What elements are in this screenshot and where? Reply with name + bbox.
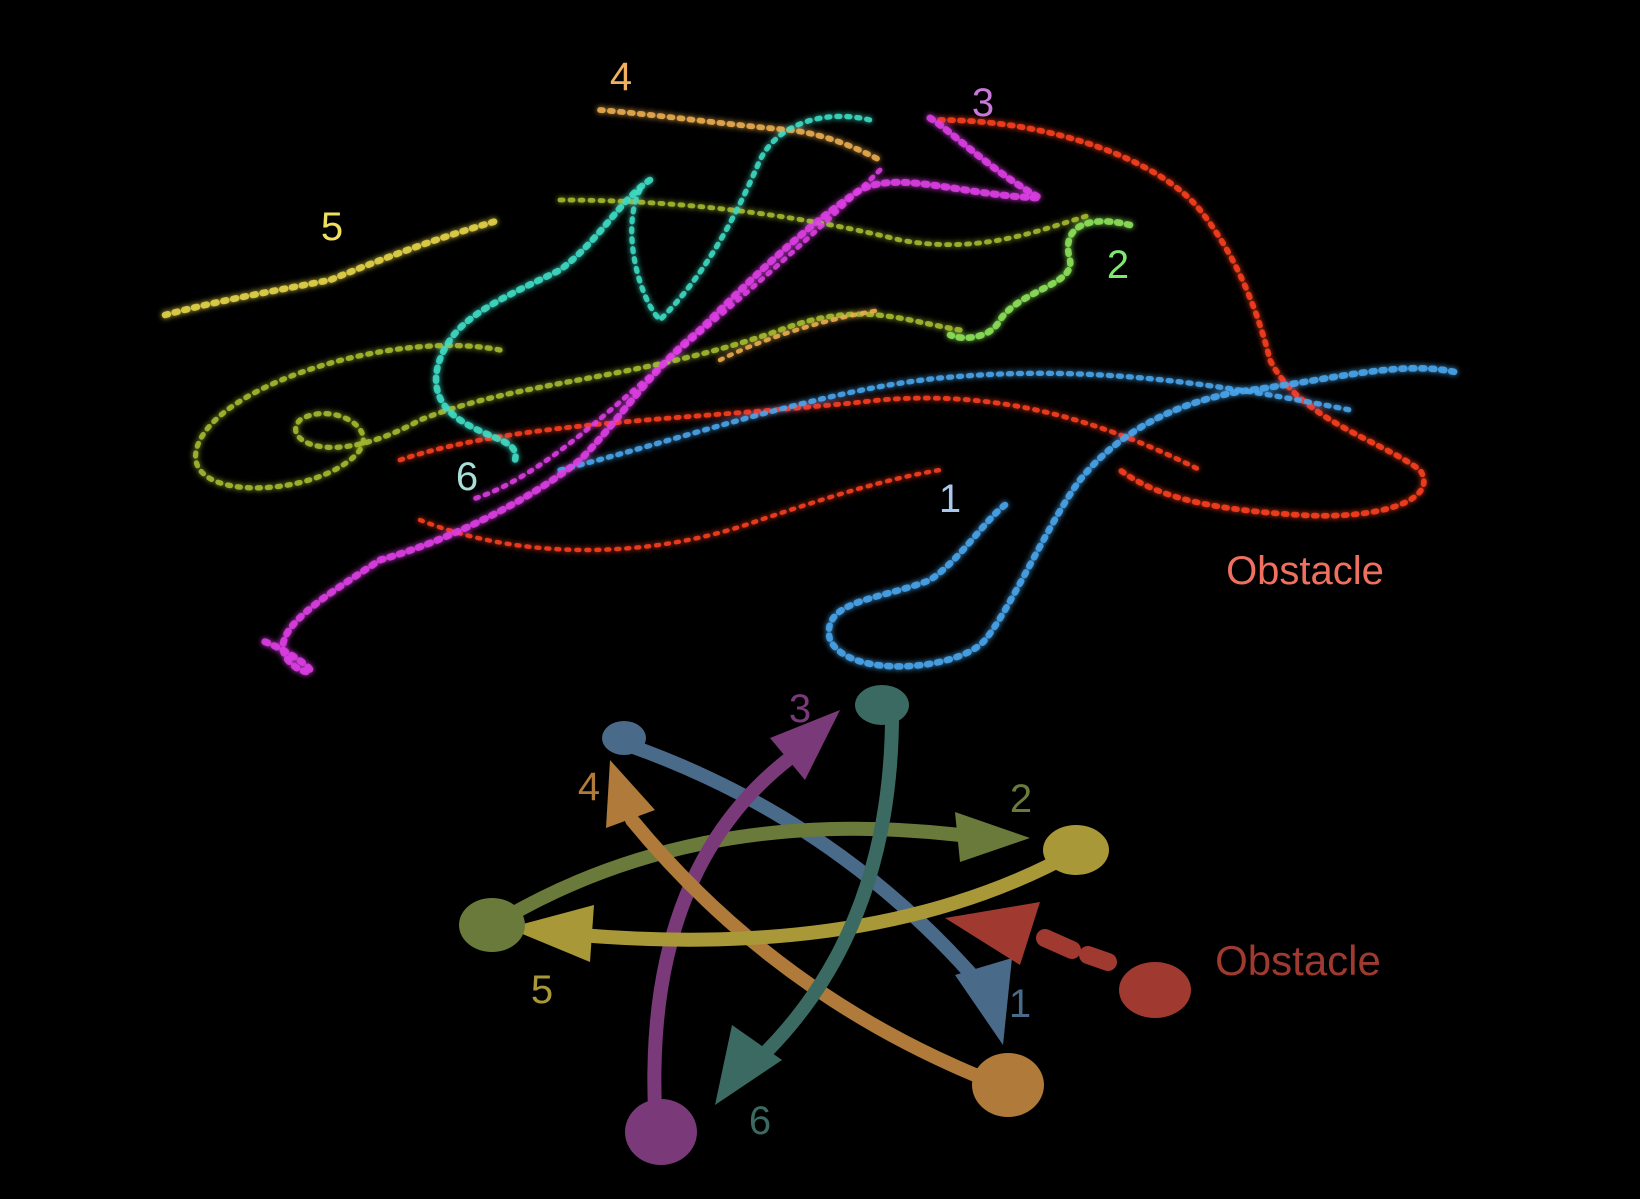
trail-label-2: 2 (1107, 243, 1129, 287)
diagram-label-obstacle: Obstacle (1215, 937, 1381, 984)
trail-olive-loop (193, 311, 963, 491)
trail-obstacle-mid (397, 395, 1203, 473)
node-right (1043, 825, 1109, 875)
trail-label-4: 4 (610, 55, 632, 99)
arrowhead-1 (955, 958, 1012, 1045)
trail-obstacle-arc (937, 117, 1427, 519)
trail-label-1: 1 (939, 477, 961, 521)
trail-5 (161, 216, 504, 319)
arrowhead-5 (508, 905, 594, 962)
diagram-label-1: 1 (1009, 982, 1031, 1026)
trail-olive-upper (557, 197, 1093, 248)
node-left (459, 898, 525, 952)
trail-label-6: 6 (456, 455, 478, 499)
arrow-6 (761, 695, 900, 1057)
node-top-left (602, 721, 646, 755)
node-top-center (855, 685, 909, 725)
trail-6-upper (629, 113, 873, 324)
arrow-4 (625, 813, 1007, 1092)
trail-1 (825, 365, 1459, 670)
node-bottom-left (625, 1099, 697, 1165)
diagram-label-2: 2 (1010, 777, 1032, 821)
trail-3 (256, 114, 1042, 676)
diagram-label-3: 3 (789, 687, 811, 731)
node-obstacle (1119, 962, 1191, 1018)
trail-4 (597, 107, 883, 163)
diagram-label-5: 5 (531, 968, 553, 1012)
trail-obstacle-low (417, 467, 943, 553)
arrowhead-6 (715, 1025, 782, 1105)
node-bottom-right (972, 1053, 1044, 1117)
obstacle-arrow-dashes (1036, 929, 1117, 971)
interaction-diagram: 3 4 2 5 1 6 Obstacle (459, 685, 1381, 1165)
diagram-label-4: 4 (578, 765, 600, 809)
obstacle-arrowhead (945, 902, 1040, 965)
trail-1-upper (557, 370, 1353, 473)
trajectory-trails (161, 107, 1459, 676)
trail-6 (432, 176, 654, 464)
arrow-1 (621, 738, 992, 997)
trail-4-low (717, 307, 883, 363)
arrowhead-2 (955, 812, 1030, 862)
trail-2 (946, 218, 1134, 342)
trail-label-5: 5 (321, 205, 343, 249)
trail-3-inner (467, 167, 883, 503)
diagram-label-6: 6 (749, 1099, 771, 1143)
trail-label-3: 3 (972, 81, 994, 125)
trail-label-obstacle: Obstacle (1226, 549, 1384, 593)
arrow-3 (647, 751, 797, 1117)
arrowhead-3 (770, 710, 840, 780)
arrowhead-4 (606, 760, 655, 828)
